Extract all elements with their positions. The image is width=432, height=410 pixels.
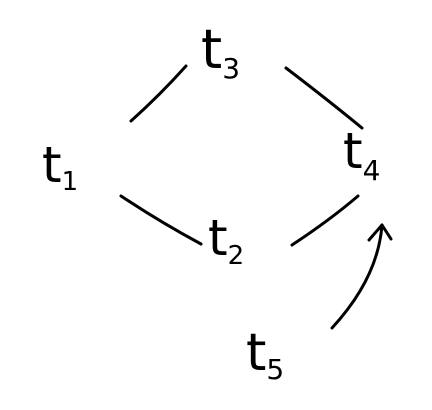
svg-text:t4: t4 [343,122,380,187]
node-t1: t1 [42,136,78,197]
node-t2: t2 [208,209,244,271]
edge-t5-t4-arrow [330,223,393,330]
node-t3-base: t [201,18,222,81]
svg-text:t3: t3 [201,18,240,85]
node-t3-sub: 3 [222,52,240,85]
node-t2-base: t [208,209,228,267]
node-t4: t4 [343,122,380,187]
node-t5: t5 [246,323,284,386]
edge-t2-t4 [290,194,360,247]
svg-text:t2: t2 [208,209,244,271]
svg-text:t5: t5 [246,323,284,386]
arrow-shaft [330,223,384,330]
svg-text:t1: t1 [42,136,78,197]
edge-t1-t3 [129,64,188,123]
node-t1-base: t [42,136,62,194]
node-t1-sub: 1 [62,167,79,197]
node-t5-sub: 5 [266,353,284,386]
node-t2-sub: 2 [228,241,245,271]
node-t4-sub: 4 [363,154,381,187]
node-t3: t3 [201,18,240,85]
arrow-head [367,223,393,242]
edge-t1-t2 [119,194,203,246]
node-t4-base: t [343,122,363,180]
node-t5-base: t [246,323,266,383]
edge-t3-t4 [284,66,364,130]
